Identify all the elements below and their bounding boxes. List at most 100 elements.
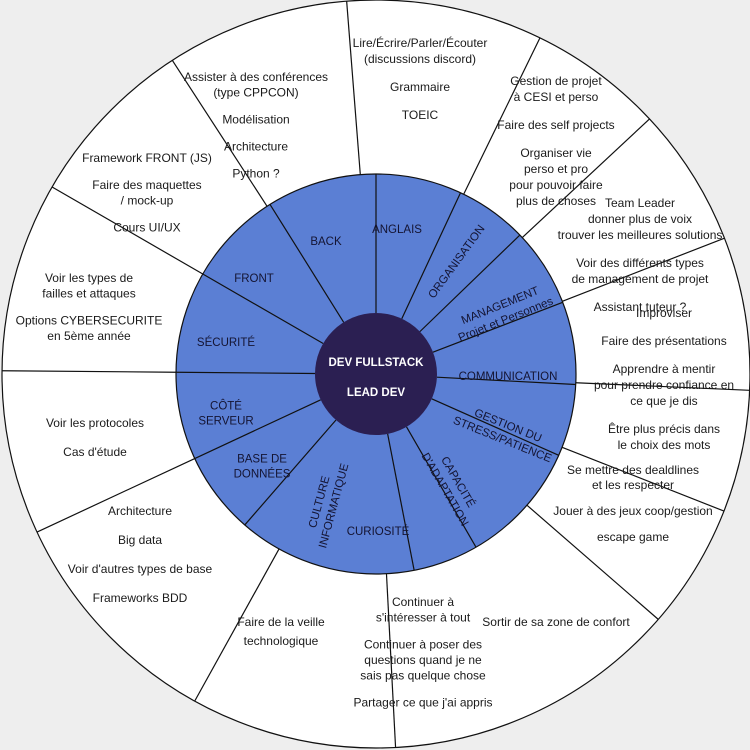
segment-category-label: FRONT — [234, 273, 274, 285]
segment-item-line: Modélisation — [222, 113, 289, 127]
segment-category-9: CÔTÉ SERVEUR — [198, 400, 253, 428]
segment-item-line: (discussions discord) — [364, 52, 476, 66]
segment-item-line: Être plus précis dans — [608, 421, 720, 436]
segment-items-0: Lire/Écrire/Parler/Écouter (discussions d… — [353, 35, 488, 122]
center-title: DEV FULLSTACK — [329, 357, 425, 369]
outer-divider-0 — [346, 1, 361, 175]
segment-item-line: pour prendre confiance en — [594, 378, 734, 392]
segment-category-label: BASE DE — [237, 454, 287, 466]
segment-item-line: ce que je dis — [630, 394, 697, 408]
segment-item-line: Sortir de sa zone de confort — [482, 615, 630, 629]
segment-category-11: FRONT — [234, 273, 274, 285]
segment-category-label: ANGLAIS — [372, 224, 422, 236]
segment-items-12: Assister à des conférences(type CPPCON)M… — [184, 70, 328, 181]
segment-item-line: Python ? — [232, 167, 280, 181]
segment-item-line: Voir des différents types — [576, 256, 704, 270]
outer-divider-4 — [575, 382, 750, 391]
segment-category-label: SÉCURITÉ — [197, 336, 255, 349]
segment-category-10: SÉCURITÉ — [197, 336, 255, 349]
segment-items-5: Sortir de sa zone de confort — [482, 615, 630, 629]
segment-item-line: / mock-up — [121, 194, 174, 208]
outer-divider-9 — [36, 457, 195, 533]
segment-item-line: pour pouvoir faire — [509, 178, 603, 192]
outer-divider-8 — [194, 548, 280, 702]
segment-category-label: SERVEUR — [198, 416, 253, 428]
outer-divider-3 — [562, 237, 725, 302]
segment-item-line: s'intéresser à tout — [376, 611, 471, 625]
segment-item-line: escape game — [597, 530, 669, 544]
inner-divider-9 — [194, 399, 321, 460]
segment-item-line: Cours UI/UX — [113, 221, 180, 235]
segment-item-line: Faire de la veille — [237, 615, 325, 629]
segment-item-line: (type CPPCON) — [213, 86, 298, 100]
inner-divider-5 — [431, 398, 559, 456]
outer-divider-12 — [171, 60, 268, 207]
segment-item-line: Options CYBERSECURITE — [16, 314, 163, 328]
center-circle — [315, 313, 437, 435]
center-subtitle: LEAD DEV — [347, 387, 405, 399]
segment-item-line: Team Leader — [605, 196, 675, 210]
segment-item-line: Continuer à poser des — [364, 638, 482, 652]
segment-item-line: de management de projet — [572, 272, 709, 286]
segment-item-line: le choix des mots — [618, 438, 711, 452]
segment-item-line: Organiser vie — [520, 146, 592, 160]
outer-divider-10 — [2, 370, 177, 373]
segment-item-line: perso et pro — [524, 162, 588, 176]
segment-category-label: CÔTÉ — [210, 400, 242, 413]
inner-divider-2 — [419, 234, 521, 333]
segment-category-label: BACK — [310, 236, 342, 248]
outer-divider-1 — [463, 37, 541, 195]
segment-item-line: TOEIC — [402, 108, 439, 122]
segment-item-line: Lire/Écrire/Parler/Écouter — [353, 35, 488, 50]
segment-item-line: trouver les meilleures solutions — [558, 228, 723, 242]
inner-divider-1 — [401, 192, 462, 319]
segment-item-line: plus de choses — [516, 194, 596, 208]
segment-item-line: Se mettre des dealdlines — [567, 463, 699, 477]
segment-item-line: Continuer à — [392, 595, 454, 609]
segment-item-line: Apprendre à mentir — [613, 362, 716, 376]
segment-item-line: Faire des présentations — [601, 334, 726, 348]
outer-divider-6 — [526, 504, 659, 620]
segment-items-11: Framework FRONT (JS)Faire des maquettes/… — [82, 151, 212, 235]
segment-item-line: Voir les protocoles — [46, 416, 144, 430]
inner-divider-8 — [244, 419, 337, 526]
segment-item-line: Assistant tuteur ? — [594, 300, 687, 314]
segment-item-line: en 5ème année — [47, 329, 131, 343]
inner-divider-3 — [432, 301, 563, 353]
segment-category-12: BACK — [310, 236, 342, 248]
segment-item-line: Improviser — [636, 306, 692, 320]
segment-category-label: DONNÉES — [234, 468, 291, 481]
segment-item-line: Gestion de projet — [510, 74, 602, 88]
segment-category-8: BASE DE DONNÉES — [234, 454, 291, 481]
inner-divider-7 — [387, 433, 415, 571]
segment-item-line: failles et attaques — [42, 287, 135, 301]
segment-item-line: Partager ce que j'ai appris — [353, 696, 492, 710]
segment-item-line: Frameworks BDD — [93, 591, 188, 605]
segment-item-line: Cas d'étude — [63, 445, 127, 459]
segment-item-line: Grammaire — [390, 80, 450, 94]
segment-item-line: sais pas quelque chose — [360, 669, 486, 683]
inner-divider-11 — [202, 273, 324, 345]
segment-items-6: Continuer à s'intéresser à toutContinuer … — [353, 595, 492, 710]
segment-item-line: Jouer à des jeux coop/gestion — [553, 504, 712, 518]
outer-divider-2 — [521, 118, 650, 239]
inner-divider-12 — [269, 204, 345, 323]
segment-item-line: Architecture — [108, 504, 172, 518]
inner-divider-4 — [436, 376, 576, 386]
segment-item-line: à CESI et perso — [514, 90, 599, 104]
segment-item-line: et les respecter — [592, 478, 674, 492]
segment-category-3: COMMUNICATION — [459, 371, 558, 383]
segment-item-line: Voir d'autres types de base — [68, 562, 213, 576]
segment-item-line: donner plus de voix — [588, 212, 692, 226]
outer-divider-5 — [561, 446, 725, 512]
segment-item-line: Big data — [118, 533, 162, 547]
inner-divider-6 — [405, 426, 477, 548]
